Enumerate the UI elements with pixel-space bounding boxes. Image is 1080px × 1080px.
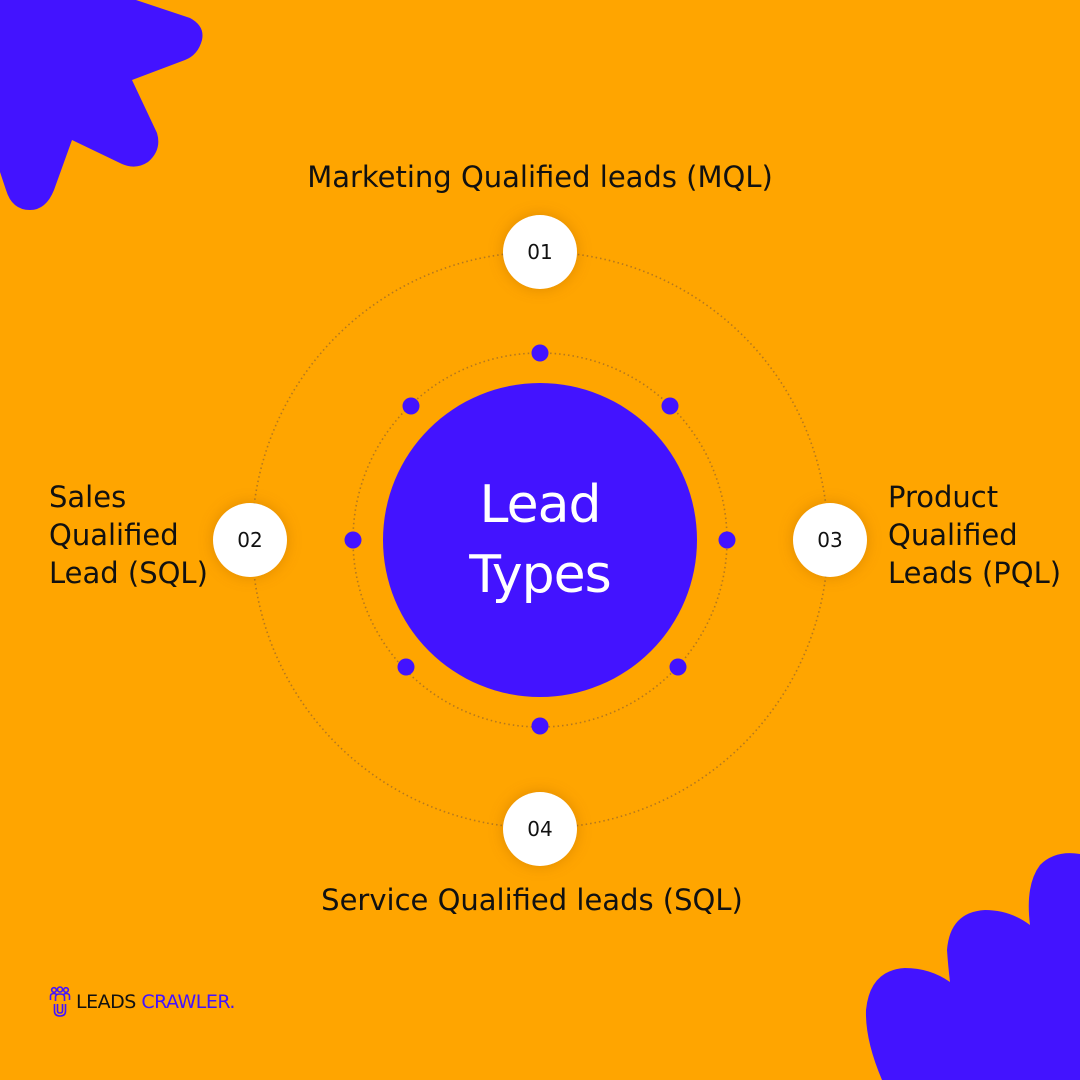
brand-logo: LEADS CRAWLER. xyxy=(49,986,235,1018)
orbit-dots xyxy=(344,344,736,735)
brand-word-crawler: CRAWLER. xyxy=(141,991,235,1013)
center-title-line1: Lead xyxy=(479,475,602,535)
label-line: Product xyxy=(888,480,999,514)
label-line: Qualified xyxy=(49,518,179,552)
label-sql-sales: Sales Qualified Lead (SQL) xyxy=(49,478,208,592)
label-line: Qualified xyxy=(888,518,1018,552)
badge-01: 01 xyxy=(503,215,577,289)
decorative-blob-top-left xyxy=(0,0,203,210)
center-circle: Lead Types xyxy=(383,383,697,697)
brand-name: LEADS CRAWLER. xyxy=(76,991,235,1013)
label-pql: Product Qualified Leads (PQL) xyxy=(888,478,1061,592)
center-title-line2: Types xyxy=(469,545,612,605)
label-mql: Marketing Qualified leads (MQL) xyxy=(307,160,773,194)
label-line: Lead (SQL) xyxy=(49,556,208,590)
badge-02: 02 xyxy=(213,503,287,577)
badge-03: 03 xyxy=(793,503,867,577)
brand-word-leads: LEADS xyxy=(76,991,136,1013)
people-magnet-icon xyxy=(49,986,71,1017)
badge-04: 04 xyxy=(503,792,577,866)
label-line: Leads (PQL) xyxy=(888,556,1062,590)
label-line: Sales xyxy=(49,480,127,514)
decorative-blob-bottom-right xyxy=(865,853,1080,1080)
label-sql-service: Service Qualified leads (SQL) xyxy=(321,883,743,917)
